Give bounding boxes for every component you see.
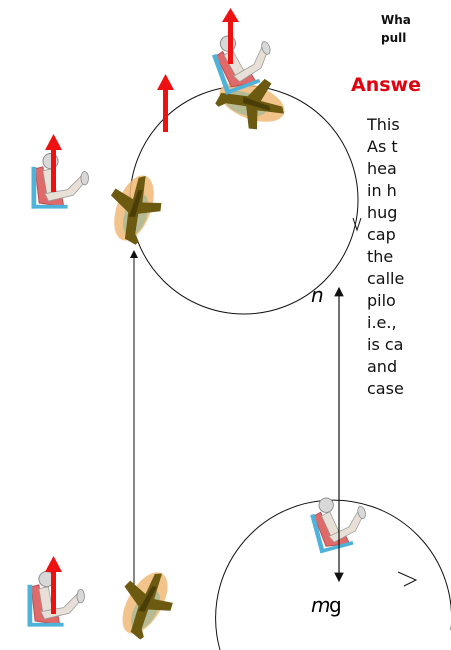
force-arrow-bottom <box>51 570 56 614</box>
force-arrows <box>45 8 239 614</box>
pilot-left-icon <box>31 154 88 209</box>
pilot-bottom-right-icon <box>307 489 373 553</box>
weight-force-label-g: g <box>329 593 342 617</box>
force-arrow-top <box>228 20 233 64</box>
plane-left-icon <box>98 167 170 249</box>
normal-force-label: n <box>311 283 324 307</box>
plane-bottom-icon <box>105 561 184 646</box>
bottom-direction-arrow-icon <box>398 572 416 586</box>
force-arrow-loop-top <box>163 88 168 132</box>
weight-force-label-m: m <box>311 593 330 617</box>
force-arrow-left <box>51 148 56 192</box>
